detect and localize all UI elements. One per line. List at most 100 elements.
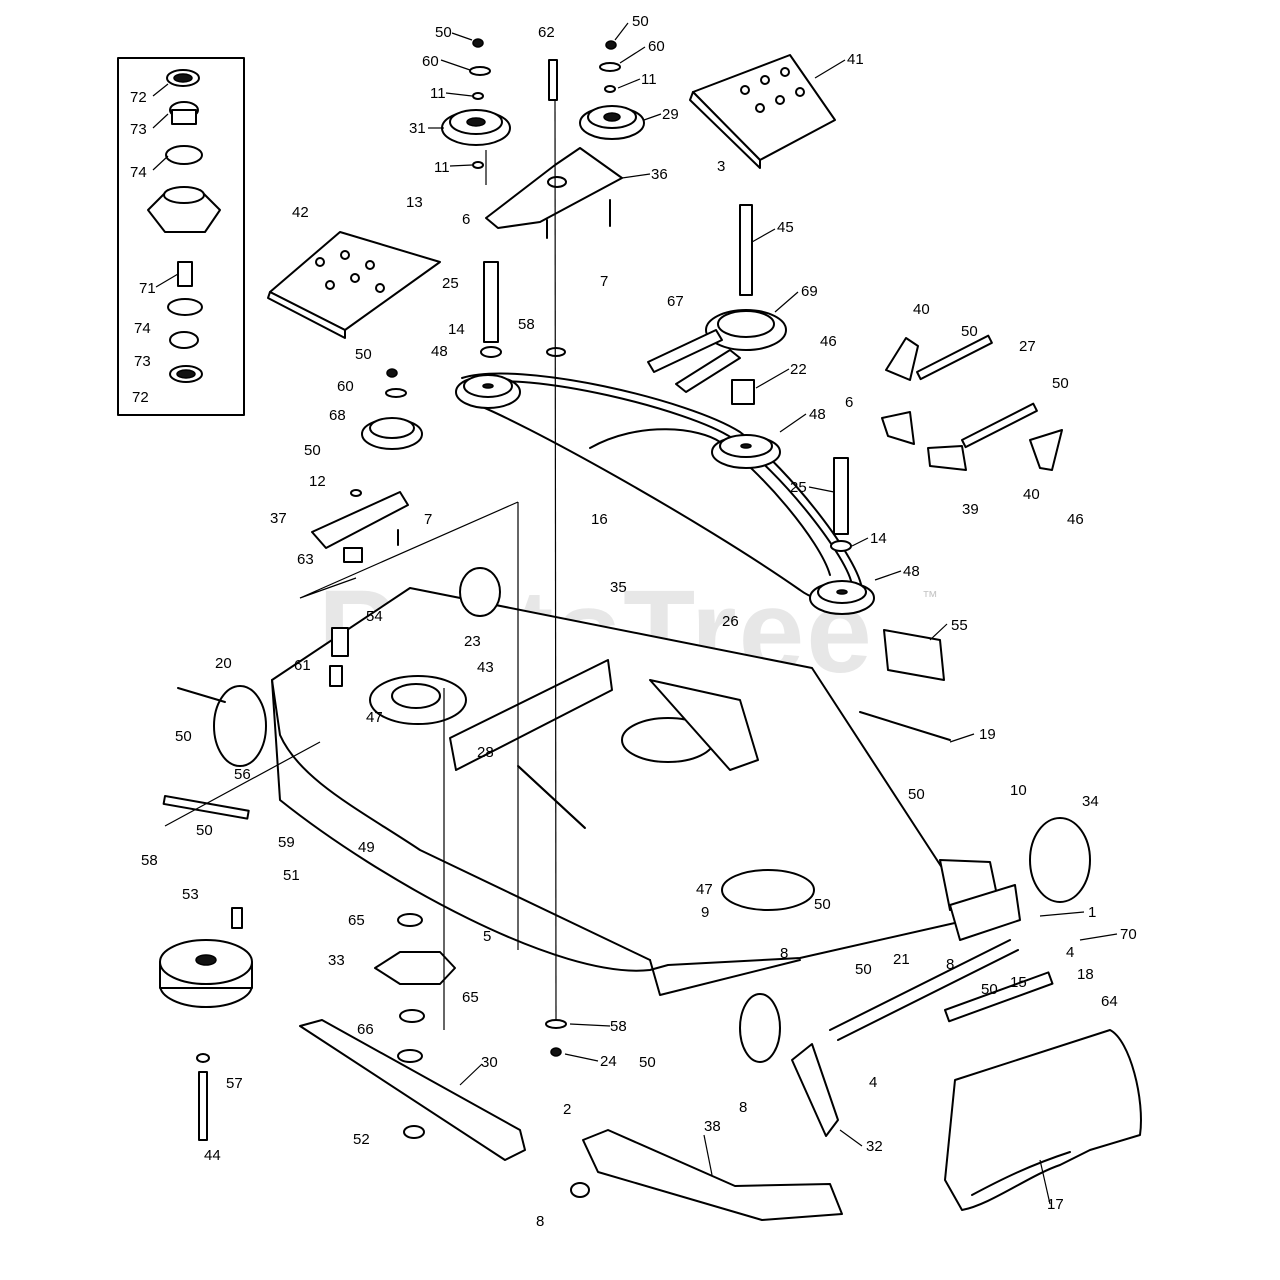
- callout-60: 60: [648, 38, 665, 55]
- spindle-assy-33: [374, 913, 456, 1139]
- callout-44: 44: [204, 1147, 221, 1164]
- callout-67: 67: [667, 293, 684, 310]
- callout-58: 58: [610, 1018, 627, 1035]
- callout-50: 50: [196, 822, 213, 839]
- callout-50: 50: [908, 786, 925, 803]
- callout-18: 18: [1077, 966, 1094, 983]
- bracket-32: [791, 1043, 839, 1137]
- belt-cover-42: [267, 231, 441, 339]
- callout-47: 47: [696, 881, 713, 898]
- callout-7: 7: [424, 511, 432, 528]
- callout-33: 33: [328, 952, 345, 969]
- callout-46: 46: [1067, 511, 1084, 528]
- idler-bracket-36: [485, 147, 623, 239]
- callout-6: 6: [462, 211, 470, 228]
- discharge-chute-17: [944, 1029, 1142, 1211]
- callout-48: 48: [431, 343, 448, 360]
- callout-54: 54: [366, 608, 383, 625]
- callout-3: 3: [717, 158, 725, 175]
- callout-46: 46: [820, 333, 837, 350]
- leader-lines: [164, 150, 519, 1030]
- callout-52: 52: [353, 1131, 370, 1148]
- bolt-44: [196, 1053, 210, 1141]
- callout-6: 6: [845, 394, 853, 411]
- callout-10: 10: [1010, 782, 1027, 799]
- callout-20: 20: [215, 655, 232, 672]
- callout-2: 2: [563, 1101, 571, 1118]
- callout-55: 55: [951, 617, 968, 634]
- callout-leaders: [152, 22, 1118, 1205]
- callout-37: 37: [270, 510, 287, 527]
- callout-70: 70: [1120, 926, 1137, 943]
- callout-15: 15: [1010, 974, 1027, 991]
- callout-50: 50: [632, 13, 649, 30]
- callout-11: 11: [641, 71, 657, 88]
- callout-1: 1: [1088, 904, 1096, 921]
- callout-47: 47: [366, 709, 383, 726]
- callout-41: 41: [847, 51, 864, 68]
- spindle-bearing-inset: [117, 57, 245, 416]
- callout-72: 72: [130, 89, 147, 106]
- callout-66: 66: [357, 1021, 374, 1038]
- spindle-pulley-48-left: [455, 374, 521, 409]
- callout-8: 8: [780, 945, 788, 962]
- callout-31: 31: [409, 120, 426, 137]
- callout-25: 25: [442, 275, 459, 292]
- mower-deck-35: [177, 567, 1091, 1063]
- callout-34: 34: [1082, 793, 1099, 810]
- callout-11: 11: [430, 85, 446, 102]
- callout-60: 60: [422, 53, 439, 70]
- callout-62: 62: [538, 24, 555, 41]
- hardware-top: [469, 38, 621, 169]
- callout-25: 25: [790, 479, 807, 496]
- callout-73: 73: [130, 121, 147, 138]
- callout-27: 27: [1019, 338, 1036, 355]
- idler-pulley-29: [579, 105, 645, 140]
- callout-72: 72: [132, 389, 149, 406]
- callout-48: 48: [903, 563, 920, 580]
- callout-68: 68: [329, 407, 346, 424]
- callout-19: 19: [979, 726, 996, 743]
- callout-65: 65: [348, 912, 365, 929]
- callout-14: 14: [870, 530, 887, 547]
- callout-53: 53: [182, 886, 199, 903]
- callout-48: 48: [809, 406, 826, 423]
- callout-50: 50: [175, 728, 192, 745]
- callout-74: 74: [130, 164, 147, 181]
- callout-50: 50: [355, 346, 372, 363]
- deck-brace-38: [570, 1129, 843, 1221]
- callout-22: 22: [790, 361, 807, 378]
- callout-74: 74: [134, 320, 151, 337]
- callout-59: 59: [278, 834, 295, 851]
- callout-13: 13: [406, 194, 423, 211]
- callout-61: 61: [294, 657, 311, 674]
- callout-12: 12: [309, 473, 326, 490]
- pto-clutch-53: [159, 907, 253, 1008]
- callout-16: 16: [591, 511, 608, 528]
- callout-26: 26: [722, 613, 739, 630]
- callout-45: 45: [777, 219, 794, 236]
- spindle-bolts: [480, 204, 852, 552]
- idler-pulley-31: [441, 109, 511, 146]
- callout-49: 49: [358, 839, 375, 856]
- callout-14: 14: [448, 321, 465, 338]
- callout-28: 28: [477, 744, 494, 761]
- belt-cover-41: [689, 54, 836, 169]
- callout-36: 36: [651, 166, 668, 183]
- callout-labels: 72 73 74 71 74 73 72 50 60 11 31 11 62 5…: [130, 13, 1137, 1230]
- callout-69: 69: [801, 283, 818, 300]
- callout-65: 65: [462, 989, 479, 1006]
- callout-50: 50: [961, 323, 978, 340]
- callout-71: 71: [139, 280, 156, 297]
- spindle-pulley-48-right: [809, 580, 875, 615]
- watermark-trademark: ™: [922, 589, 938, 606]
- callout-4: 4: [1066, 944, 1074, 961]
- idler-arm-37-pulley-68: [311, 368, 423, 563]
- callout-57: 57: [226, 1075, 243, 1092]
- callout-50: 50: [435, 24, 452, 41]
- callout-40: 40: [1023, 486, 1040, 503]
- callout-8: 8: [739, 1099, 747, 1116]
- callout-56: 56: [234, 766, 251, 783]
- callout-32: 32: [866, 1138, 883, 1155]
